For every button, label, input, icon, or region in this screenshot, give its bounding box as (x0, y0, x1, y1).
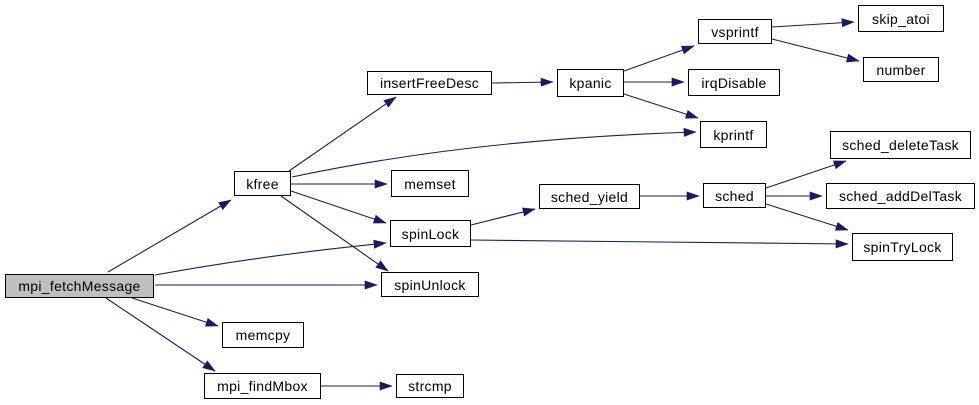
edge-mpi_fetchMessage-to-spinLock (154, 239, 387, 276)
edge-kfree-to-spinUnlock (280, 195, 389, 272)
edge-spinLock-to-spinTryLock (470, 239, 849, 249)
node-spinlock[interactable]: spinLock (390, 220, 471, 247)
node-sched-deletetask[interactable]: sched_deleteTask (830, 131, 971, 159)
node-kfree[interactable]: kfree (234, 171, 291, 196)
edge-mpi_fetchMessage-to-kfree (107, 199, 232, 273)
edge-sched-to-spinTryLock (765, 203, 849, 231)
edge-sched-to-sched_deleteTask (765, 160, 847, 189)
node-kprintf[interactable]: kprintf (700, 121, 767, 148)
node-mpi-fetchmessage[interactable]: mpi_fetchMessage (5, 274, 154, 298)
node-sched-adddeltask[interactable]: sched_addDelTask (826, 183, 975, 209)
edge-kpanic-to-vsprintf (623, 45, 695, 72)
node-spintrylock[interactable]: spinTryLock (852, 233, 953, 261)
node-spinunlock[interactable]: spinUnlock (381, 272, 479, 297)
edge-kfree-to-kprintf (291, 127, 697, 178)
edge-kfree-to-insertFreeDesc (288, 96, 397, 172)
node-memset[interactable]: memset (391, 170, 469, 197)
node-sched-yield[interactable]: sched_yield (539, 184, 640, 209)
node-insertfreedesc[interactable]: insertFreeDesc (367, 71, 492, 95)
node-strcmp[interactable]: strcmp (396, 374, 464, 398)
edge-spinLock-to-sched_yield (470, 207, 536, 226)
node-number[interactable]: number (863, 57, 939, 82)
node-mpi-findmbox[interactable]: mpi_findMbox (204, 373, 321, 399)
edge-kfree-to-spinLock (290, 190, 387, 224)
edge-mpi_fetchMessage-to-mpi_findMbox (105, 297, 216, 372)
node-skip-atoi[interactable]: skip_atoi (858, 5, 944, 32)
edge-vsprintf-to-skip_atoi (771, 18, 855, 28)
edge-kpanic-to-kprintf (623, 93, 699, 119)
node-vsprintf[interactable]: vsprintf (698, 19, 772, 44)
edge-mpi_fetchMessage-to-memcpy (131, 297, 219, 327)
node-irqdisable[interactable]: irqDisable (688, 69, 780, 96)
edge-group (105, 18, 860, 391)
edge-insertFreeDesc-to-kpanic (491, 77, 554, 87)
node-kpanic[interactable]: kpanic (557, 69, 624, 97)
edge-vsprintf-to-number (771, 38, 860, 63)
node-memcpy[interactable]: memcpy (222, 322, 304, 348)
node-sched[interactable]: sched (703, 183, 766, 208)
